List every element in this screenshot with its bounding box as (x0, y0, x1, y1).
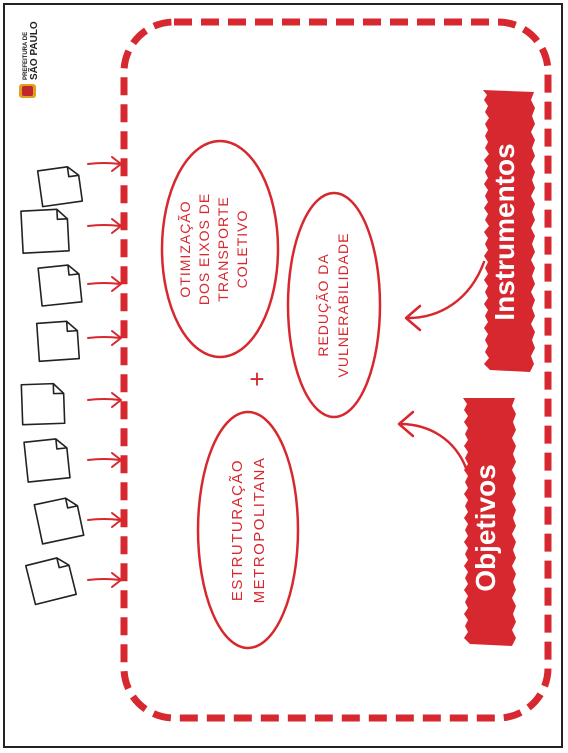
document-icon (33, 497, 85, 545)
logo-line1: PREFEITURA DE (23, 32, 29, 80)
doc-arrow (87, 330, 122, 346)
document-icon (24, 557, 78, 606)
document-icon (36, 165, 84, 208)
coat-of-arms-icon (19, 84, 36, 98)
doc-arrow (87, 512, 122, 528)
oval-metropolitana-line2: METROPOLITANA (251, 457, 268, 604)
banner-instrumentos: Instrumentos (483, 90, 535, 372)
arrow-instrumentos (404, 260, 486, 332)
document-icon (20, 382, 66, 426)
doc-arrow (87, 572, 122, 588)
document-icon (20, 208, 70, 254)
oval-vulnerabilidade: REDUÇÃO DA VULNERABILIDADE (286, 191, 382, 419)
dashed-boundary (120, 18, 552, 722)
logo-line2: SÃO PAULO (27, 21, 40, 80)
document-group (20, 165, 85, 606)
doc-arrow-group (87, 156, 122, 588)
doc-arrow (87, 218, 122, 234)
prefeitura-logo: PREFEITURA DE SÃO PAULO (19, 21, 40, 98)
doc-arrow (87, 276, 122, 292)
oval-vulnerabilidade-line2: VULNERABILIDADE (335, 233, 351, 378)
arrow-objetivos (397, 410, 468, 470)
oval-transporte-line3: TRANSPORTE (215, 196, 231, 301)
doc-arrow (87, 156, 122, 172)
oval-metropolitana: ESTRUTURAÇÃO METROPOLITANA (196, 410, 300, 650)
document-icon (35, 320, 81, 363)
oval-metropolitana-line1: ESTRUTURAÇÃO (229, 459, 246, 601)
document-icon (37, 264, 83, 307)
banner-instrumentos-label: Instrumentos (489, 143, 520, 320)
oval-transporte-line1: OTIMIZAÇÃO (177, 200, 193, 297)
banner-objetivos-label: Objetivos (470, 464, 501, 592)
oval-transporte-line2: DOS EIXOS DE (196, 193, 212, 305)
banner-objetivos: Objetivos (463, 398, 516, 646)
plus-sign: + (249, 364, 264, 394)
oval-transporte-line4: COLETIVO (234, 210, 250, 289)
document-icon (23, 438, 71, 483)
oval-transporte: OTIMIZAÇÃO DOS EIXOS DE TRANSPORTE COLET… (160, 139, 280, 359)
doc-arrow (87, 452, 122, 468)
doc-arrow (87, 392, 122, 408)
oval-vulnerabilidade-line1: REDUÇÃO DA (315, 253, 331, 356)
